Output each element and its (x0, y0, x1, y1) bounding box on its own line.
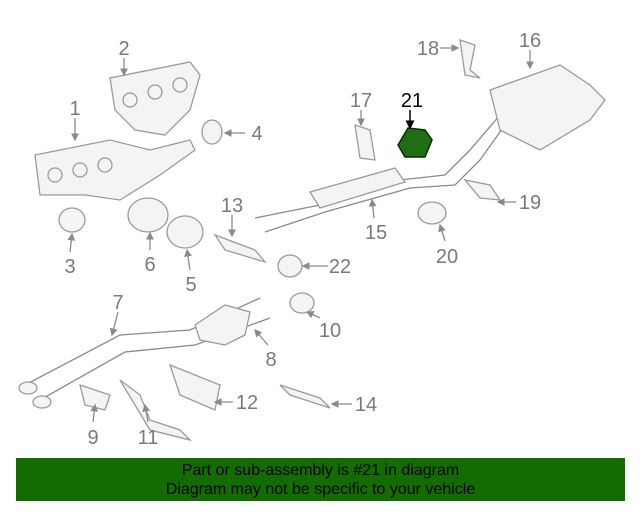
part-4-gasket[interactable] (201, 119, 223, 145)
label-3: 3 (64, 256, 75, 278)
part-3-gasket[interactable] (58, 207, 86, 233)
part-17-bracket[interactable] (354, 124, 376, 161)
label-22: 22 (329, 256, 351, 278)
part-16-rear-muffler[interactable] (489, 64, 606, 151)
leader-lines (67, 44, 534, 423)
part-5-mount[interactable] (166, 215, 204, 249)
part-20-clamp[interactable] (417, 201, 447, 225)
part-15-center-pipe[interactable] (254, 114, 506, 233)
label-12: 12 (236, 392, 258, 414)
part-14-heat-shield[interactable] (279, 384, 331, 409)
part-19-hanger[interactable] (463, 179, 502, 201)
label-10: 10 (319, 320, 341, 342)
part-13-bracket[interactable] (213, 233, 267, 264)
label-15: 15 (365, 222, 387, 244)
part-11-bracket[interactable] (119, 379, 193, 442)
label-18: 18 (417, 38, 439, 60)
part-22-mount[interactable] (277, 254, 303, 278)
label-21: 21 (401, 90, 423, 112)
info-banner: Part or sub-assembly is #21 in diagram D… (16, 458, 625, 501)
label-1: 1 (69, 98, 80, 120)
part-21-highlighted-part[interactable] (397, 127, 433, 158)
label-14: 14 (355, 394, 377, 416)
label-11: 11 (138, 427, 159, 449)
banner-line-1: Part or sub-assembly is #21 in diagram (181, 462, 460, 479)
label-7: 7 (112, 292, 123, 314)
label-5: 5 (185, 274, 196, 296)
label-9: 9 (87, 427, 98, 449)
part-8-catalytic-converter[interactable] (194, 304, 251, 346)
label-19: 19 (519, 192, 541, 214)
part-12-bracket[interactable] (168, 363, 221, 411)
label-6: 6 (144, 254, 155, 276)
part-18-hanger[interactable] (459, 39, 481, 79)
label-17: 17 (350, 90, 372, 112)
part-2-exhaust-manifold[interactable] (109, 61, 201, 136)
part-9-bracket[interactable] (79, 384, 111, 411)
part-6-mount[interactable] (127, 197, 169, 233)
banner-line-2: Diagram may not be specific to your vehi… (165, 481, 476, 498)
label-4: 4 (251, 123, 262, 145)
label-20: 20 (436, 246, 458, 268)
label-8: 8 (265, 349, 276, 371)
label-13: 13 (221, 195, 243, 217)
label-16: 16 (519, 30, 541, 52)
part-10-mount[interactable] (289, 292, 315, 314)
part-1-exhaust-manifold[interactable] (34, 139, 196, 201)
label-2: 2 (118, 38, 129, 60)
